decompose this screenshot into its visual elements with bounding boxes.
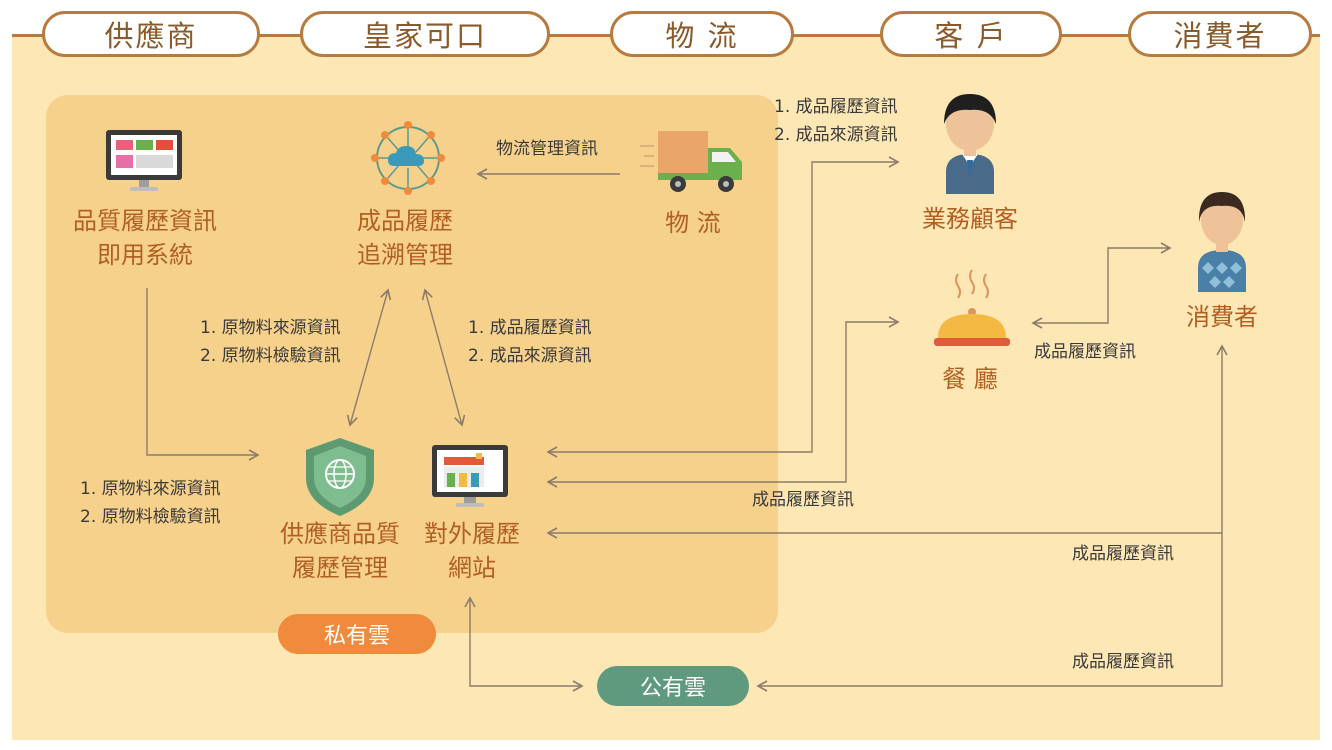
node-consumer: 消費者 <box>1186 303 1258 331</box>
consumer-avatar-icon <box>1198 192 1246 292</box>
node-external-website: 對外履歷 網站 <box>424 520 520 582</box>
node-logistics: 物 流 <box>665 209 721 237</box>
node-quality-system: 品質履歷資訊 即用系統 <box>73 207 217 269</box>
header-client: 客 戶 <box>880 11 1062 57</box>
label-public-cloud-info: 成品履歷資訊 <box>1072 652 1174 672</box>
label-logistics-info: 物流管理資訊 <box>496 139 598 159</box>
node-trace-management: 成品履歷 追溯管理 <box>357 207 453 269</box>
cloud-network-icon <box>371 121 445 195</box>
label-raw-material-info-mid: 1. 原物料來源資訊 2. 原物料檢驗資訊 <box>200 318 341 366</box>
arrow-consumer-site <box>546 344 1228 539</box>
arrow-trace-supplier <box>346 288 392 427</box>
arrow-consumer-public <box>756 533 1223 692</box>
node-restaurant: 餐 廳 <box>942 365 998 393</box>
public-cloud-pill: 公有雲 <box>597 666 749 706</box>
arrow-quality-to-supplier <box>146 288 260 461</box>
label-client-info: 1. 成品履歷資訊 2. 成品來源資訊 <box>774 97 898 145</box>
node-business-client: 業務顧客 <box>922 205 1018 233</box>
arrow-site-restaurant <box>546 316 900 488</box>
shield-globe-icon <box>306 438 374 516</box>
arrow-trace-website <box>421 288 466 427</box>
website-monitor-icon <box>432 445 508 507</box>
label-product-info-mid: 1. 成品履歷資訊 2. 成品來源資訊 <box>468 318 592 366</box>
label-site-restaurant-info: 成品履歷資訊 <box>752 490 854 510</box>
business-client-avatar-icon <box>944 94 996 194</box>
header-supplier: 供應商 <box>42 11 260 57</box>
truck-icon <box>640 131 742 192</box>
label-restaurant-info: 成品履歷資訊 <box>1034 342 1136 362</box>
header-logistics: 物 流 <box>610 11 794 57</box>
private-cloud-pill: 私有雲 <box>278 614 436 654</box>
arrow-site-public <box>464 596 584 692</box>
monitor-icon <box>106 130 182 191</box>
header-royal-kekou: 皇家可口 <box>300 11 550 57</box>
label-raw-material-info-left: 1. 原物料來源資訊 2. 原物料檢驗資訊 <box>80 479 221 527</box>
restaurant-cloche-icon <box>934 269 1010 346</box>
node-supplier-quality-management: 供應商品質 履歷管理 <box>280 520 400 582</box>
arrow-restaurant-consumer <box>1031 242 1172 329</box>
label-consumer-site-info: 成品履歷資訊 <box>1072 544 1174 564</box>
header-consumer: 消費者 <box>1128 11 1312 57</box>
